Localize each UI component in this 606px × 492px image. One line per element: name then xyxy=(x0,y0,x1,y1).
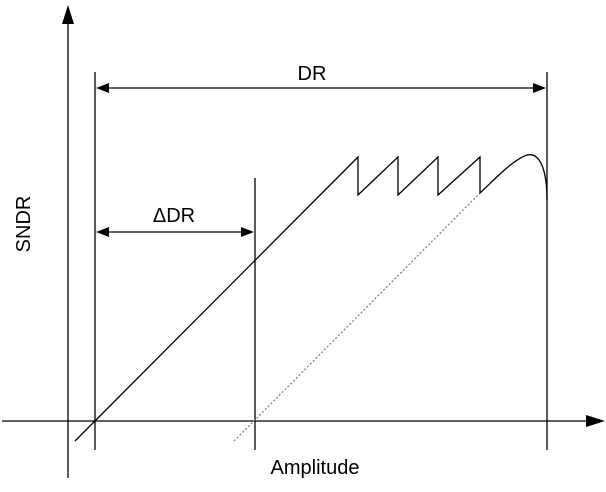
dotted-extrapolation-line xyxy=(233,192,481,442)
y-axis-label: SNDR xyxy=(13,196,35,253)
x-axis-label: Amplitude xyxy=(271,457,360,479)
sndr-curve xyxy=(74,154,548,442)
delta-dr-label: ΔDR xyxy=(153,205,195,227)
dr-arrowhead-right xyxy=(533,83,546,93)
x-axis-arrowhead xyxy=(586,415,605,427)
dr-label: DR xyxy=(298,63,327,85)
delta-dr-arrowhead-right xyxy=(241,227,254,237)
delta-dr-arrowhead-left xyxy=(96,227,109,237)
y-axis-arrowhead xyxy=(62,5,74,24)
dr-arrowhead-left xyxy=(96,83,109,93)
